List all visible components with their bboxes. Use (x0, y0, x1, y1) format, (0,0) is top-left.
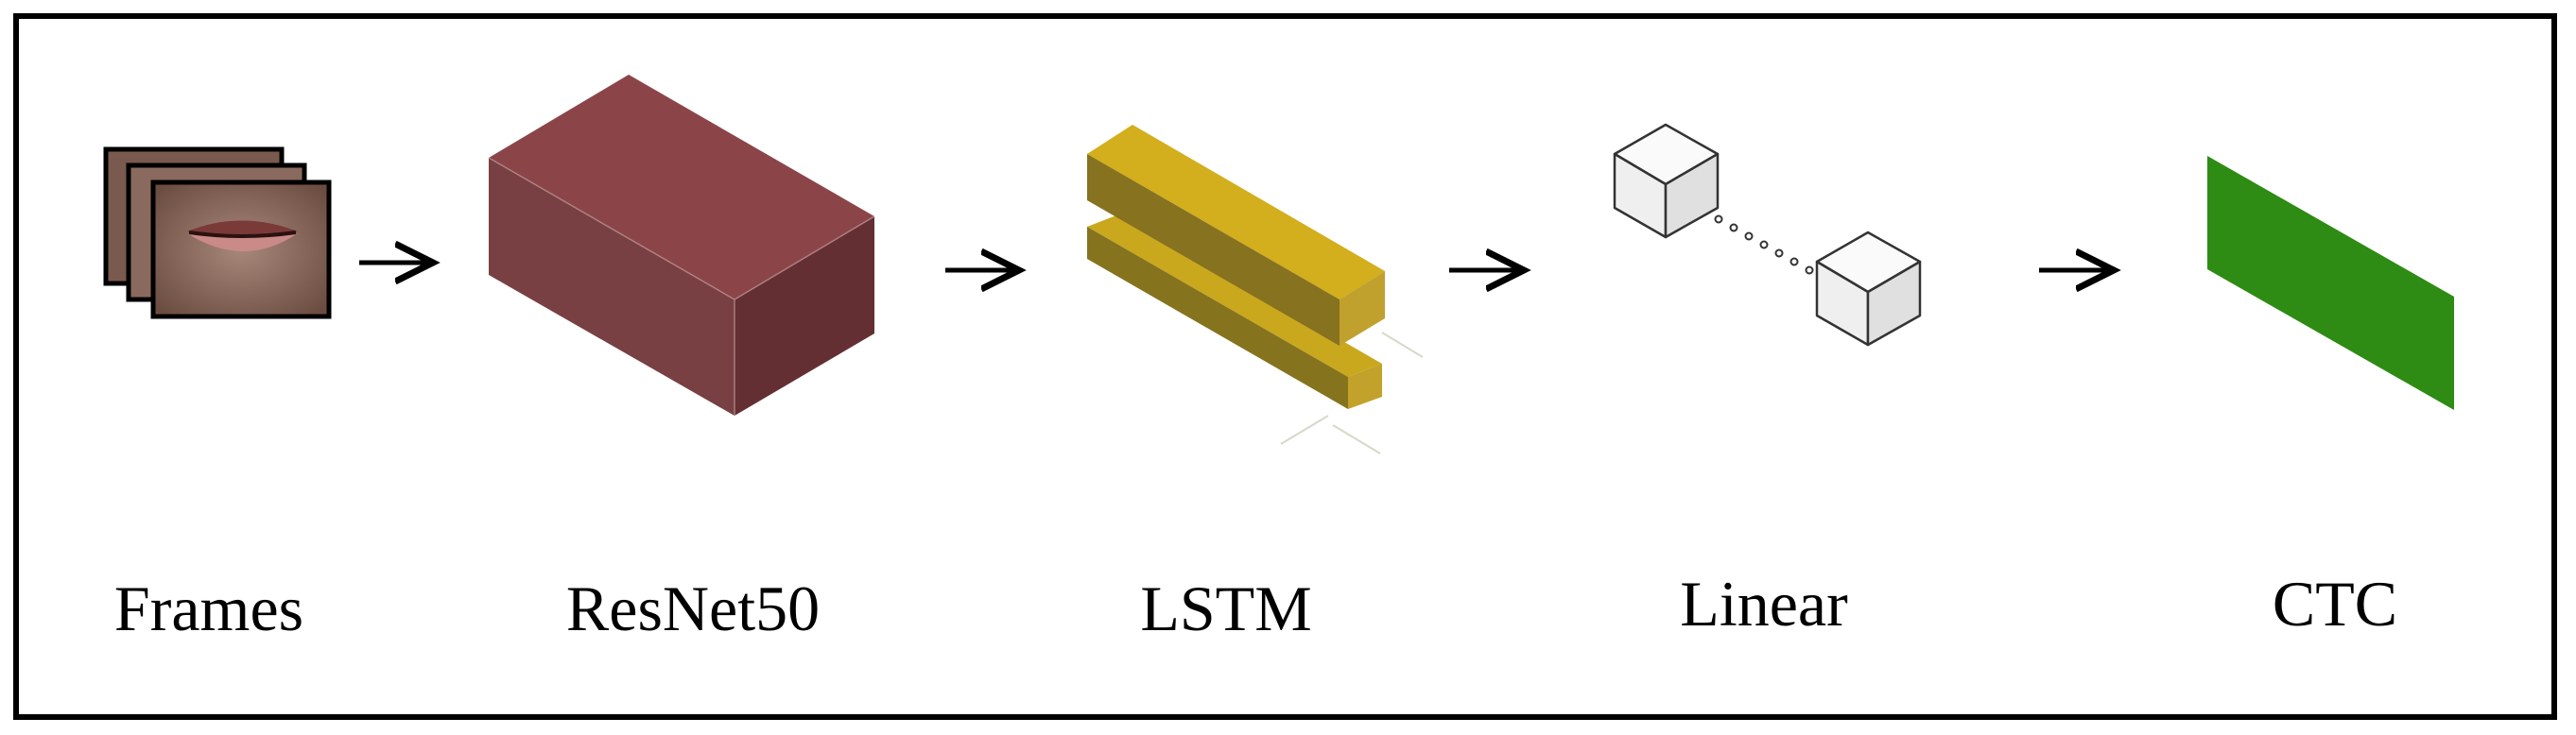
stage-label-frames: Frames (113, 573, 304, 644)
stage-label-linear: Linear (1680, 568, 1848, 640)
stage-label-lstm: LSTM (1140, 573, 1312, 644)
resnet50-block (488, 75, 875, 416)
lstm-block (1087, 125, 1424, 454)
ctc-block (2207, 156, 2454, 410)
linear-block (1613, 123, 1922, 347)
stage-label-resnet50: ResNet50 (565, 573, 821, 644)
stage-label-ctc: CTC (2272, 568, 2398, 640)
cube-icon (1613, 123, 1720, 239)
cube-icon (1815, 231, 1922, 347)
diagram-border (13, 13, 2557, 720)
dotted-connection-line (1714, 214, 1814, 275)
frames-stack-icon (103, 146, 332, 319)
